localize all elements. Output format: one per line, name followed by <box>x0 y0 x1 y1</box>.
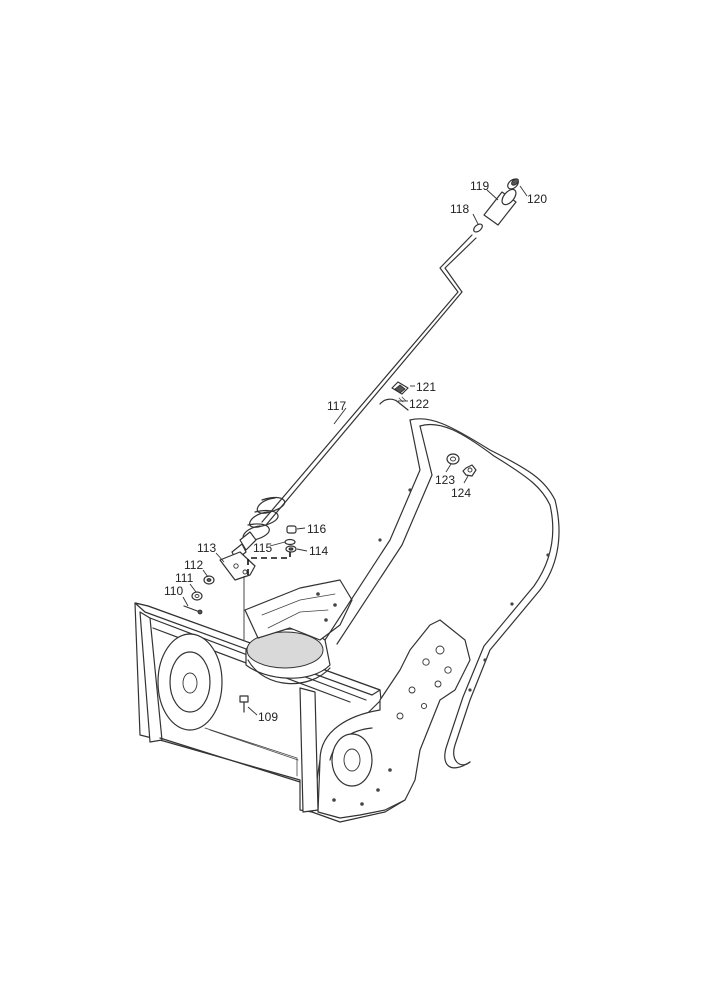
label-110: 110 <box>164 584 183 598</box>
guide-bracket <box>379 381 409 411</box>
label-123: 123 <box>435 473 455 487</box>
label-122: 122 <box>409 397 429 411</box>
side-frame-plate <box>311 619 471 823</box>
label-120: 120 <box>527 192 547 206</box>
leader-lines <box>182 185 528 716</box>
crank-handle <box>473 178 519 233</box>
washer-nut <box>446 453 477 477</box>
label-109: 109 <box>258 710 278 724</box>
label-124: 124 <box>451 486 471 500</box>
label-113: 113 <box>197 541 216 555</box>
label-117: 117 <box>327 399 346 413</box>
label-114: 114 <box>309 544 328 558</box>
label-118: 118 <box>450 202 469 216</box>
crank-rod <box>231 234 477 561</box>
label-112: 112 <box>184 558 203 572</box>
label-121: 121 <box>416 380 436 394</box>
handle-bar <box>324 418 560 769</box>
part-labels: 109 110 111 112 113 114 115 116 117 118 … <box>164 179 547 724</box>
chute-bracket <box>219 525 297 640</box>
label-116: 116 <box>307 522 326 536</box>
label-119: 119 <box>470 179 489 193</box>
label-115: 115 <box>253 541 272 555</box>
small-hardware <box>183 575 249 713</box>
label-111: 111 <box>175 571 194 585</box>
